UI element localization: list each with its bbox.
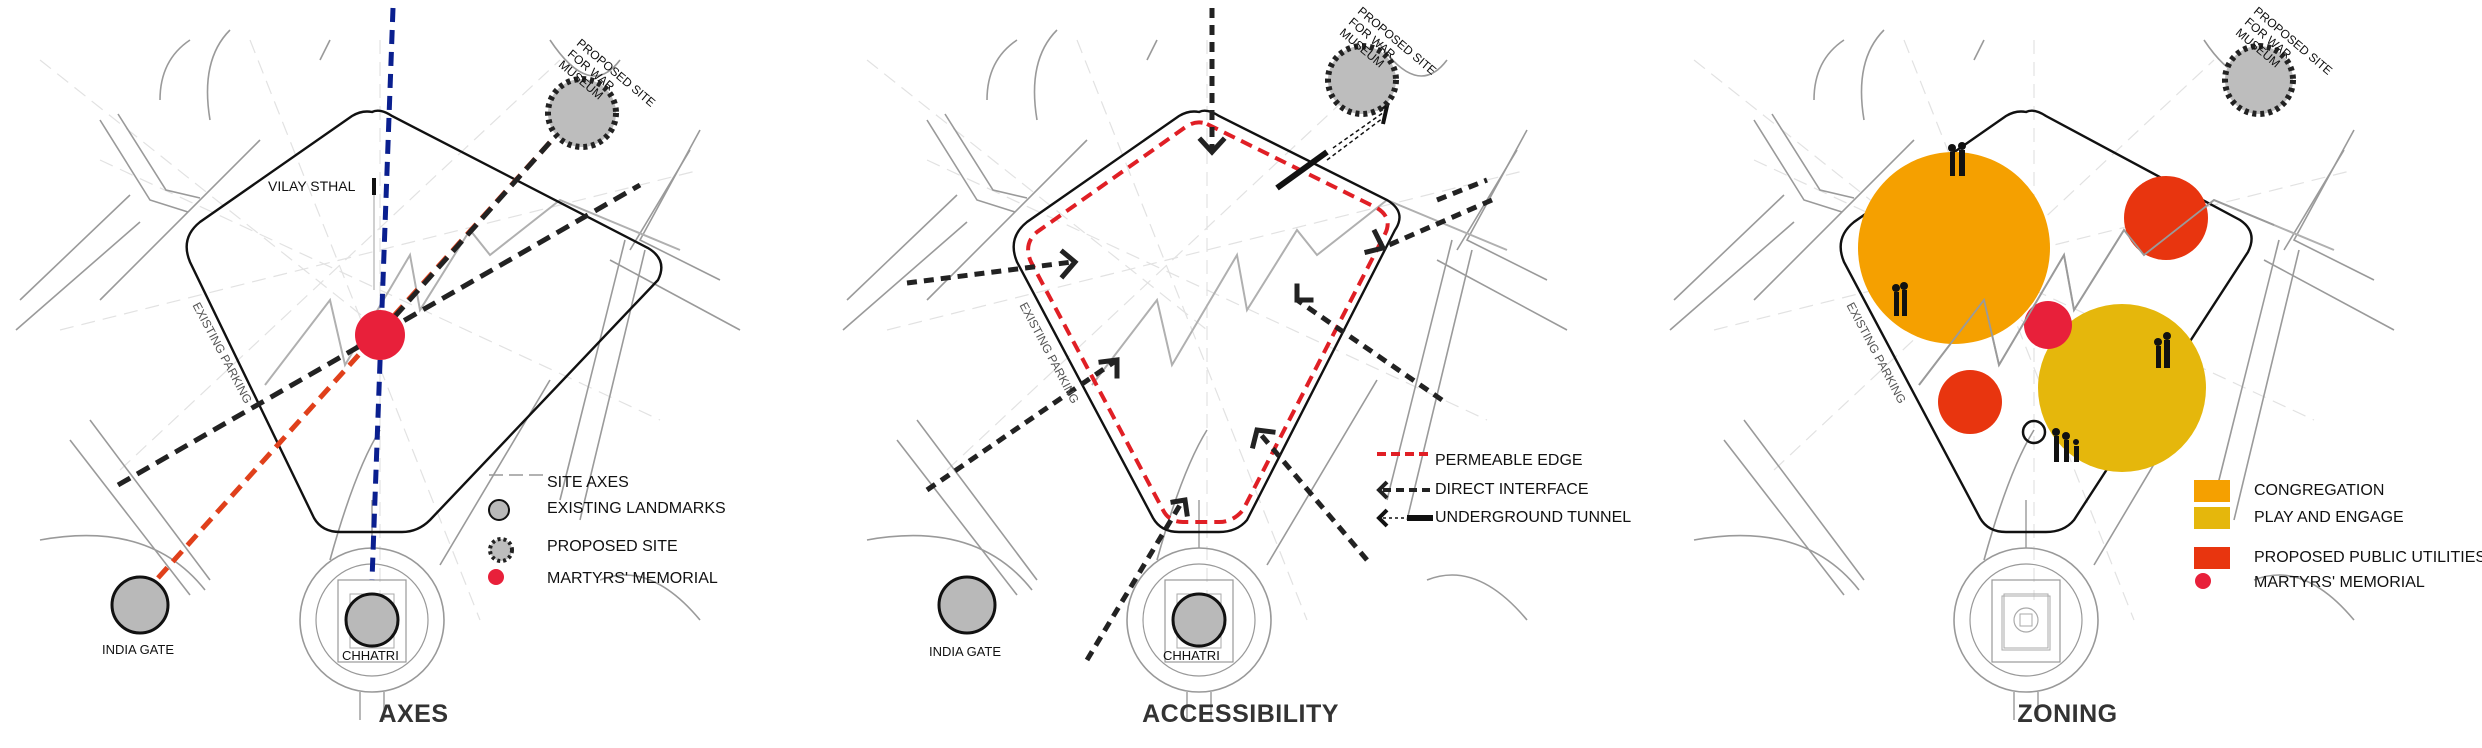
martyrs-memorial <box>2024 301 2072 349</box>
panel-axes: VILAY STHAL EXISTING PARKING PROPOSED SI… <box>0 0 827 748</box>
panel-title-accessibility: ACCESSIBILITY <box>1142 700 1339 728</box>
dashed-circle-icon <box>487 536 547 563</box>
chhatri-label: CHHATRI <box>342 648 399 663</box>
india-gate-label: INDIA GATE <box>929 644 1001 659</box>
chhatri <box>1171 592 1227 648</box>
site-boundary <box>185 109 663 534</box>
legend-play-engage: PLAY AND ENGAGE <box>2194 507 2404 529</box>
legend-public-utilities: PROPOSED PUBLIC UTILITIES <box>2194 547 2482 569</box>
orange-square-icon <box>2194 480 2254 502</box>
proposed-site <box>1325 43 1399 117</box>
india-gate <box>937 575 997 635</box>
panel-title-axes: AXES <box>378 700 449 728</box>
legend-martyrs-memorial: MARTYRS' MEMORIAL <box>2194 572 2425 594</box>
yellow-square-icon <box>2194 507 2254 529</box>
red-dashed-line-icon <box>1375 450 1435 472</box>
permeable-edge <box>1026 120 1390 524</box>
panel-accessibility: EXISTING PARKING PROPOSED SITE FOR WAR M… <box>827 0 1654 748</box>
axis-black-1 <box>116 182 642 488</box>
india-gate <box>110 575 170 635</box>
utility-zone-1 <box>2124 176 2208 260</box>
accessibility-diagram <box>842 8 1568 721</box>
legend-direct-interface: DIRECT INTERFACE <box>1375 479 1589 501</box>
legend-site-axes: SITE AXES <box>487 472 629 494</box>
utility-zone-2 <box>1938 370 2002 434</box>
panel-zoning: EXISTING PARKING PROPOSED SITE FOR WAR M… <box>1654 0 2482 748</box>
legend-underground-tunnel: UNDERGROUND TUNNEL <box>1375 507 1631 529</box>
proposed-site <box>545 76 619 150</box>
people-icon <box>1892 142 2171 462</box>
proposed-site <box>2222 43 2296 117</box>
legend-martyrs-memorial: MARTYRS' MEMORIAL <box>487 568 718 590</box>
dashed-arrow-icon <box>1375 479 1435 501</box>
axis-blue <box>369 7 396 581</box>
grey-circle-icon <box>487 498 547 521</box>
red-dot-icon <box>487 568 547 590</box>
legend-proposed-site: PROPOSED SITE <box>487 536 678 563</box>
legend-permeable-edge: PERMEABLE EDGE <box>1375 450 1583 472</box>
legend-existing-landmarks: EXISTING LANDMARKS <box>487 498 726 521</box>
dashed-line-icon <box>487 472 547 494</box>
red-square-icon <box>2194 547 2254 569</box>
chhatri-label: CHHATRI <box>1163 648 1220 663</box>
tunnel-arrow-icon <box>1375 507 1435 529</box>
red-dot-icon <box>2194 572 2254 594</box>
zoning-diagram <box>1669 29 2395 721</box>
congregation-zone <box>1858 152 2050 344</box>
panel-title-zoning: ZONING <box>2017 700 2118 728</box>
legend-congregation: CONGREGATION <box>2194 480 2384 502</box>
martyrs-memorial <box>355 310 405 360</box>
site-boundary <box>1012 109 1401 534</box>
axes-diagram <box>15 7 741 721</box>
chhatri <box>344 592 400 648</box>
axis-black-2 <box>363 138 554 352</box>
india-gate-label: INDIA GATE <box>102 642 174 657</box>
vilay-sthal-label: VILAY STHAL <box>268 178 356 194</box>
